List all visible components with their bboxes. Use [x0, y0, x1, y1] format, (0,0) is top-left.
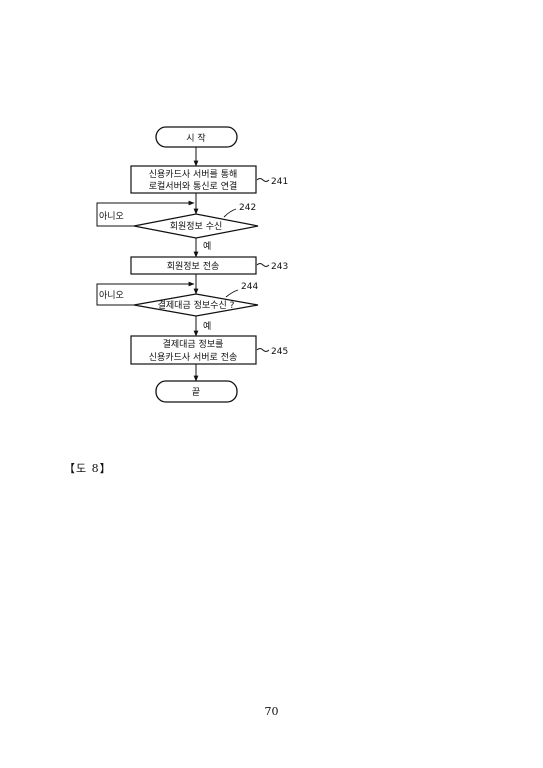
ref-leader-245	[256, 348, 270, 352]
page-number: 70	[264, 705, 279, 718]
decision-244-no-label: 아니오	[99, 290, 124, 301]
process-241-line2: 로컬서버와 통신로 연결	[149, 180, 238, 192]
ref-leader-242	[223, 208, 237, 218]
process-245-line1: 결제대금 정보를	[163, 339, 224, 350]
ref-245: 245	[271, 347, 288, 357]
ref-244: 244	[241, 282, 258, 292]
no-loop-242	[96, 200, 195, 227]
decision-diamond-244	[133, 293, 259, 317]
decision-244-yes-label: 예	[203, 321, 211, 332]
ref-leader-241	[256, 178, 270, 182]
decision-242-yes-label: 예	[203, 241, 211, 252]
process-245-line2: 신용카드사 서버로 전송	[149, 352, 238, 363]
decision-diamond-242	[133, 213, 259, 239]
figure-label: 【도 8】	[64, 462, 112, 475]
end-label: 끝	[192, 387, 200, 398]
ref-leader-243	[256, 263, 270, 267]
ref-242: 242	[239, 203, 256, 213]
process-box-243	[130, 256, 257, 275]
decision-242-label: 회원정보 수신	[170, 221, 223, 232]
decision-242-no-label: 아니오	[99, 211, 124, 222]
start-label: 시 작	[186, 133, 205, 144]
ref-241: 241	[271, 177, 288, 187]
no-loop-244	[96, 281, 195, 306]
ref-243: 243	[271, 262, 288, 272]
process-241-line1: 신용카드사 서버를 통해	[149, 169, 238, 180]
process-box-241	[130, 165, 257, 194]
end-terminal	[155, 380, 238, 403]
process-243-label: 회원정보 전송	[167, 261, 220, 272]
decision-244-label: 결제대금 정보수신 ?	[158, 300, 235, 311]
ref-leader-244	[225, 289, 239, 298]
process-box-245	[130, 335, 257, 365]
